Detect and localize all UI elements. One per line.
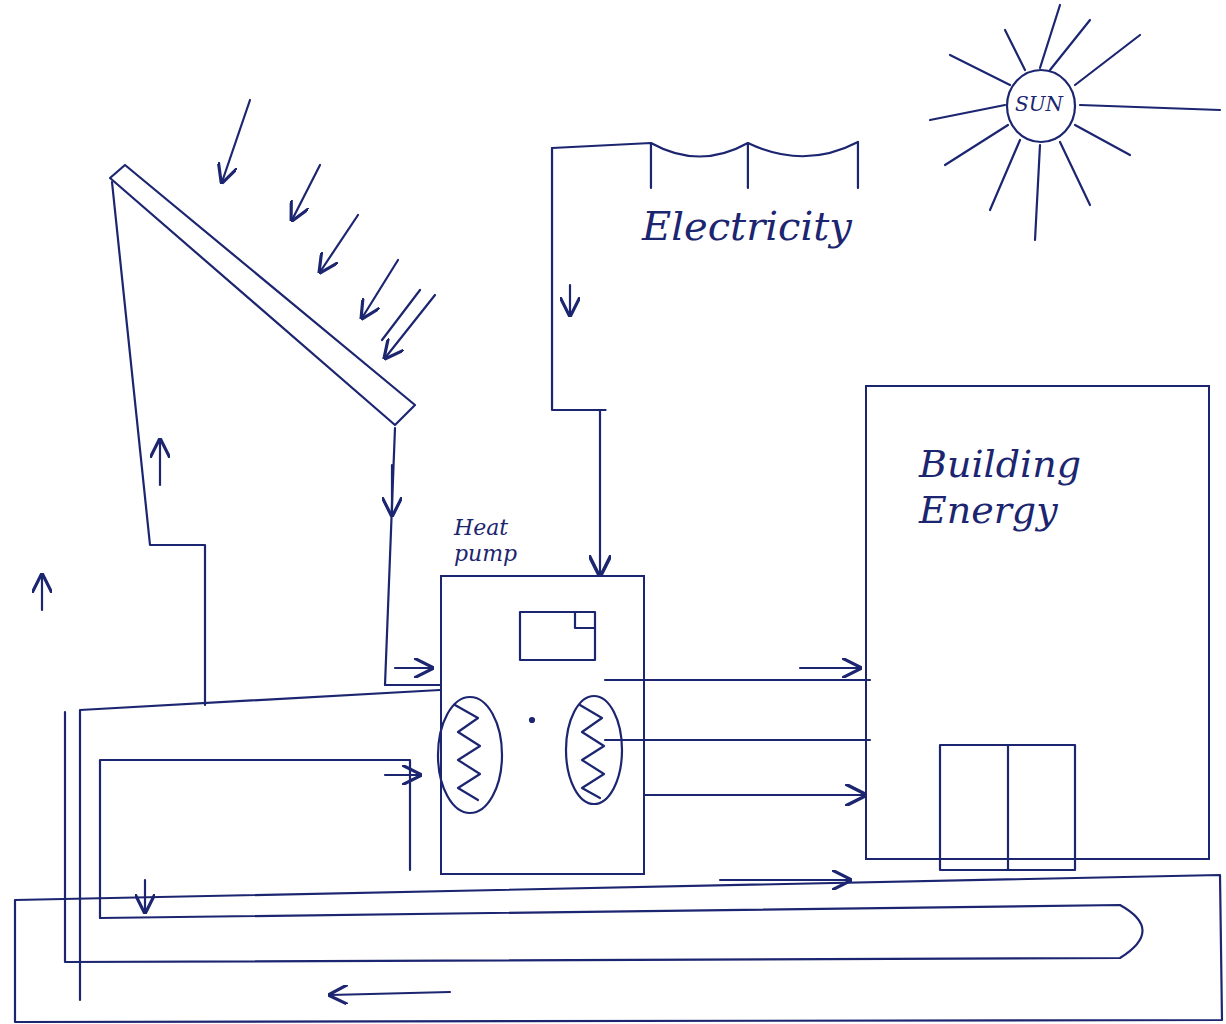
sunlight-arrows [222, 100, 435, 358]
flow-arrows [42, 285, 860, 995]
pipes [80, 680, 870, 1000]
flow-connector [645, 794, 865, 796]
node-label: SUN [1015, 92, 1071, 116]
building-box: Building Energy [865, 385, 1210, 860]
node-label: Building Energy [919, 442, 1149, 533]
heat-pump-internals [438, 612, 622, 813]
node-label: Heat pump [454, 515, 559, 568]
sun-rays [930, 5, 1220, 240]
building-door [940, 745, 1075, 870]
flow-connector [599, 410, 601, 575]
node-label: Electricity [642, 202, 857, 250]
ground-loop [15, 712, 1222, 1022]
electricity-panel: Electricity [550, 140, 863, 410]
sun-circle: SUN [1005, 68, 1077, 144]
heat-pump-box: Heat pump [440, 575, 645, 875]
solar-collector [110, 165, 415, 705]
pv-panel-outline [550, 140, 863, 410]
